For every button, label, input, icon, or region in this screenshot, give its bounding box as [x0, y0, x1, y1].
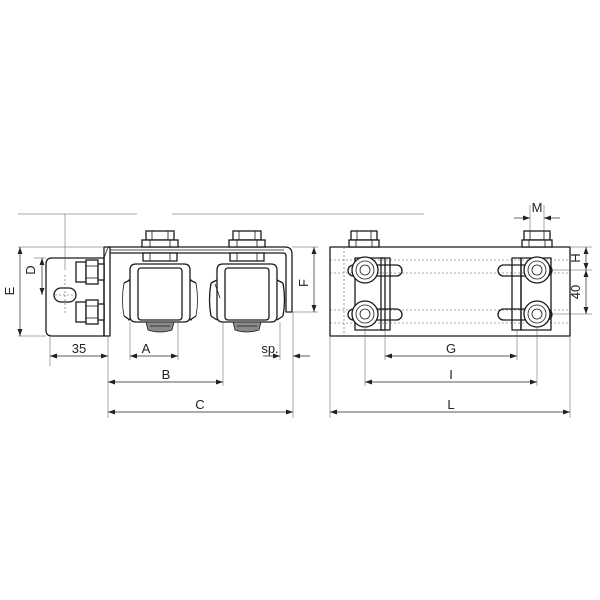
dimension-label-D: D: [23, 265, 38, 274]
dimension-sp: sp.: [261, 341, 310, 359]
dimension-F: F: [296, 247, 317, 312]
nut-bottom-left: [351, 300, 379, 328]
mounting-plate: [45, 246, 111, 337]
dimension-label-G: G: [446, 341, 456, 356]
nut-top-right: [523, 256, 551, 284]
dimension-B: B: [108, 367, 223, 385]
left-wheel-assembly: [122, 230, 198, 333]
dimension-35: 35: [50, 341, 108, 359]
front-bolt-group-left: [347, 230, 403, 331]
dimension-D: D: [23, 258, 45, 295]
dimension-label-B: B: [162, 367, 171, 382]
dimension-I: I: [365, 367, 537, 385]
dimension-G: G: [385, 341, 517, 359]
front-bolt-group-right: [497, 230, 553, 331]
dimension-label-L: L: [447, 397, 454, 412]
plate-bolt-upper: [75, 259, 105, 285]
dimension-label-M: M: [532, 200, 543, 215]
dimension-label-I: I: [449, 367, 453, 382]
dimension-label-sp: sp.: [261, 341, 278, 356]
front-view: M H 40 G I L: [329, 200, 592, 418]
dimension-label-E: E: [2, 286, 17, 295]
dimension-L: L: [330, 397, 570, 415]
plate-bolt-lower: [75, 299, 105, 325]
dimension-label-35: 35: [72, 341, 86, 356]
dimension-label-C: C: [195, 397, 204, 412]
dimension-M: M: [514, 200, 560, 221]
dimension-E: E: [2, 247, 23, 336]
dimension-A: A: [130, 341, 178, 359]
bracket-arm: [108, 246, 293, 313]
dimension-H: H: [568, 247, 589, 270]
dimension-C: C: [108, 397, 293, 415]
dimension-label-A: A: [142, 341, 151, 356]
dimension-label-H: H: [568, 253, 583, 262]
nut-bottom-right: [523, 300, 551, 328]
nut-top-left: [351, 256, 379, 284]
side-view: 35 A B C sp. E D F: [2, 213, 424, 418]
right-wheel-assembly: [208, 230, 286, 333]
dimension-40: 40: [568, 270, 589, 314]
dimension-label-40: 40: [568, 285, 583, 299]
dimension-label-F: F: [296, 279, 311, 287]
